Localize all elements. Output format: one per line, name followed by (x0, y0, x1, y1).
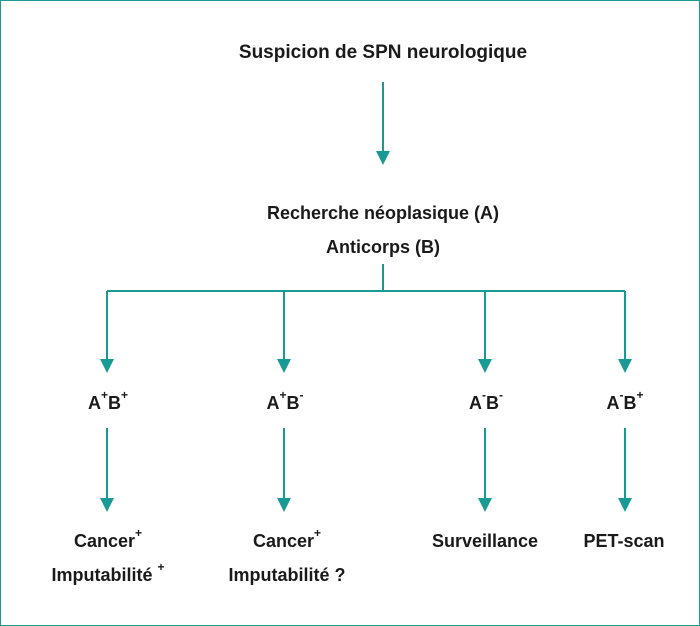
outcome-node-3: Surveillance (432, 524, 538, 558)
edge-layer (100, 82, 632, 512)
combo-a: A (266, 393, 280, 413)
middle-node: Recherche néoplasique (A) Anticorps (B) (267, 196, 499, 264)
combo-a-sign: - (482, 388, 486, 402)
combo-b: B (623, 393, 637, 413)
combo-a: A (87, 393, 101, 413)
combo-node-4: A-B+ (606, 386, 643, 420)
outcome-line1: PET-scan (583, 531, 665, 551)
combo-a-sign: + (279, 388, 287, 402)
arrow-to-outcome-1-arrowhead (100, 498, 114, 512)
outcome-node-1: Cancer+ Imputabilité + (51, 524, 164, 592)
middle-label-line2: Anticorps (B) (326, 237, 440, 257)
combo-b-sign: + (636, 388, 644, 402)
combo-b-sign: + (121, 388, 129, 402)
arrow-to-combo-3-arrowhead (478, 359, 492, 373)
combo-b-sign: - (499, 388, 503, 402)
arrow-to-outcome-4-arrowhead (618, 498, 632, 512)
outcome-line1: Surveillance (431, 531, 539, 551)
combo-b: B (486, 393, 499, 413)
combo-a-sign: - (619, 388, 624, 402)
combo-node-3: A-B- (469, 386, 503, 420)
arrow-to-combo-1-arrowhead (100, 359, 114, 373)
arrow-root-to-middle-arrowhead (376, 151, 390, 165)
outcome-node-2: Cancer+ Imputabilité ? (229, 524, 346, 592)
outcome-node-4: PET-scan (583, 524, 664, 558)
combo-node-1: A+B+ (88, 386, 128, 420)
combo-a: A (606, 393, 620, 413)
combo-a: A (469, 393, 482, 413)
combo-node-2: A+B- (266, 386, 303, 420)
outcome-line2: Imputabilité ? (228, 565, 346, 585)
arrow-to-combo-2-arrowhead (277, 359, 291, 373)
middle-label-line1: Recherche néoplasique (A) (266, 203, 500, 223)
combo-b: B (286, 393, 300, 413)
combo-b-sign: - (299, 388, 304, 402)
arrow-to-combo-4-arrowhead (618, 359, 632, 373)
root-label: Suspicion de SPN neurologique (238, 42, 528, 63)
arrow-to-outcome-3-arrowhead (478, 498, 492, 512)
outcome-line1: Cancer+ (252, 526, 322, 551)
combo-a-sign: + (100, 388, 108, 402)
arrow-to-outcome-2-arrowhead (277, 498, 291, 512)
outcome-line2: Imputabilité + (51, 560, 165, 585)
outcome-line1: Cancer+ (73, 526, 143, 551)
combo-b: B (108, 393, 121, 413)
root-node: Suspicion de SPN neurologique (239, 42, 527, 64)
